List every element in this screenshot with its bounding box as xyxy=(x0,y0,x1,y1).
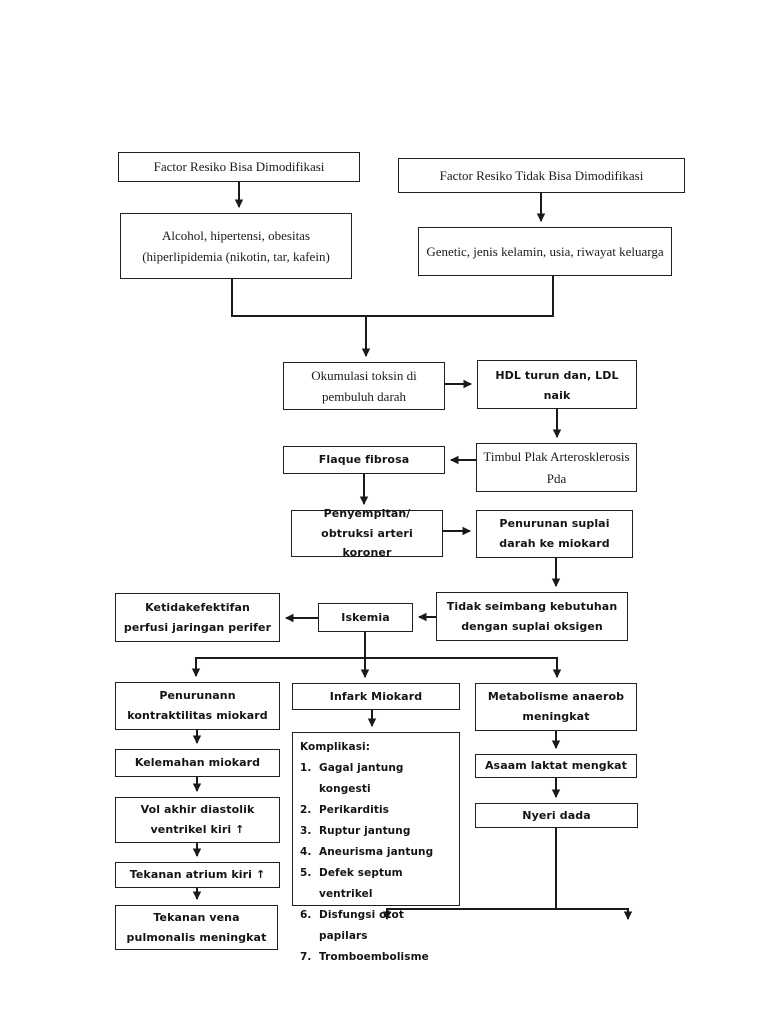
node-metabolisme-anaerob: Metabolisme anaerob meningkat xyxy=(475,683,637,731)
node-tekanan-atrium-kiri: Tekanan atrium kiri ↑ xyxy=(115,862,280,888)
node-vol-akhir-diastolik: Vol akhir diastolik ventrikel kiri ↑ xyxy=(115,797,280,843)
node-penurunann-kontraktilitas: Penurunann kontraktilitas miokard xyxy=(115,682,280,730)
node-komplikasi-list: Komplikasi: 1. Gagal jantung kongesti 2.… xyxy=(292,732,460,963)
komplikasi-item-1: 1. Gagal jantung kongesti xyxy=(300,762,404,795)
node-nyeri-dada: Nyeri dada xyxy=(475,803,638,828)
node-ketidakefektifan-perfusi: Ketidakefektifan perfusi jaringan perife… xyxy=(115,593,280,642)
connector-bottom-split xyxy=(382,827,633,920)
node-hdl-turun-ldl-naik: HDL turun dan, LDL naik xyxy=(477,360,637,409)
node-penyempitan-obtruksi: Penyempitan/ obtruksi arteri koroner xyxy=(291,507,443,559)
node-asaam-laktat: Asaam laktat mengkat xyxy=(475,754,637,778)
node-flaque-fibrosa: Flaque fibrosa xyxy=(283,446,445,474)
komplikasi-item-5: 5. Defek septum ventrikel xyxy=(300,867,403,900)
node-factor-resiko-bisa-dimodifikasi: Factor Resiko Bisa Dimodifikasi xyxy=(118,152,360,182)
node-tidak-seimbang-kebutuhan: Tidak seimbang kebutuhan dengan suplai o… xyxy=(436,592,628,641)
node-alcohol-hipertensi-obesitas: Alcohol, hipertensi, obesitas (hiperlipi… xyxy=(120,213,352,279)
node-kelemahan-miokard: Kelemahan miokard xyxy=(115,749,280,777)
node-timbul-plak-arterosklerosis: Timbul Plak Arterosklerosis Pda xyxy=(476,443,637,492)
node-iskemia: Iskemia xyxy=(318,603,413,632)
node-infark-miokard: Infark Miokard xyxy=(292,683,460,710)
node-genetic-jenis-kelamin: Genetic, jenis kelamin, usia, riwayat ke… xyxy=(418,227,672,276)
komplikasi-item-4: 4. Aneurisma jantung xyxy=(300,846,434,858)
komplikasi-item-7: 7. Tromboembolisme xyxy=(300,951,429,963)
komplikasi-item-6: 6. Disfungsi otot papilars xyxy=(300,909,404,942)
node-penurunan-suplai-darah: Penurunan suplai darah ke miokard xyxy=(476,510,633,558)
node-factor-resiko-tidak-bisa-dimodifikasi: Factor Resiko Tidak Bisa Dimodifikasi xyxy=(398,158,685,193)
komplikasi-title: Komplikasi: xyxy=(300,741,371,753)
connector-merge-bracket xyxy=(231,276,554,357)
node-tekanan-vena-pulmonalis: Tekanan vena pulmonalis meningkat xyxy=(115,905,278,950)
komplikasi-item-2: 2. Perikarditis xyxy=(300,804,390,816)
node-okumulasi-toksin: Okumulasi toksin di pembuluh darah xyxy=(283,362,445,410)
connector-iskemia-three-way-split xyxy=(191,631,562,678)
komplikasi-item-3: 3. Ruptur jantung xyxy=(300,825,411,837)
